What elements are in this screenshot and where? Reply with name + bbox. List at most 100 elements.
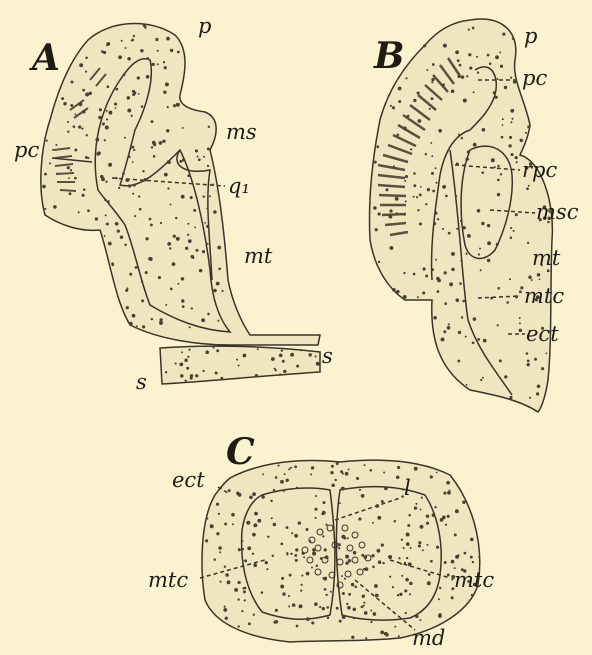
stipple-dot	[139, 208, 142, 211]
stipple-dot	[133, 35, 135, 37]
stipple-dot	[351, 636, 354, 639]
stipple-dot	[187, 174, 190, 177]
stipple-dot	[125, 47, 127, 49]
stipple-dot	[462, 501, 465, 504]
stipple-dot	[252, 553, 254, 555]
stipple-dot	[123, 73, 126, 76]
stipple-dot	[546, 352, 548, 354]
stipple-dot	[513, 81, 516, 84]
stipple-dot	[274, 368, 276, 370]
stipple-dot	[253, 563, 257, 567]
stipple-dot	[455, 509, 459, 513]
stipple-dot	[63, 102, 66, 105]
stipple-dot	[435, 167, 437, 169]
stipple-dot	[107, 85, 110, 88]
stipple-dot	[397, 134, 400, 137]
stipple-dot	[526, 352, 529, 355]
stipple-dot	[455, 197, 457, 199]
stipple-dot	[447, 573, 450, 576]
stipple-dot	[132, 90, 135, 93]
stipple-dot	[138, 195, 140, 197]
stipple-dot	[531, 279, 533, 281]
stipple-dot	[148, 257, 151, 260]
stipple-dot	[427, 581, 431, 585]
panel-c-label-l: l	[404, 478, 411, 499]
stipple-dot	[370, 610, 372, 612]
panel-a-outer-outline	[41, 24, 320, 345]
stipple-dot	[132, 314, 136, 318]
stipple-dot	[246, 521, 250, 525]
stipple-dot	[159, 141, 163, 145]
stipple-dot	[477, 338, 480, 341]
stipple-dot	[271, 357, 275, 361]
stipple-dot	[422, 292, 425, 295]
stipple-dot	[425, 203, 427, 205]
stipple-dot	[447, 326, 451, 330]
stipple-dot	[219, 551, 221, 553]
stipple-dot	[444, 561, 447, 564]
stipple-dot	[73, 125, 76, 128]
stipple-dot	[417, 209, 419, 211]
stipple-dot	[107, 200, 110, 203]
stipple-dot	[413, 273, 416, 276]
stipple-dot	[131, 40, 133, 42]
stipple-dot	[451, 560, 455, 564]
stipple-dot	[381, 500, 384, 503]
stipple-dot	[428, 573, 431, 576]
stipple-dot	[213, 558, 216, 561]
panel-c-label-mtc-right: mtc	[454, 570, 494, 591]
stipple-dot	[280, 480, 284, 484]
stipple-dot	[252, 533, 256, 537]
stipple-dot	[403, 295, 407, 299]
stipple-dot	[465, 336, 467, 338]
stipple-dot	[345, 555, 349, 559]
stipple-dot	[476, 56, 478, 58]
stipple-dot	[422, 549, 424, 551]
stipple-dot	[499, 51, 501, 53]
stipple-dot	[403, 126, 407, 130]
stipple-dot	[458, 134, 460, 136]
stipple-dot	[389, 246, 393, 250]
stipple-dot	[216, 349, 219, 352]
panel-c-drawing	[200, 460, 480, 642]
stipple-dot	[430, 560, 433, 563]
stipple-dot	[167, 242, 171, 246]
stipple-dot	[381, 543, 384, 546]
stipple-dot	[396, 476, 400, 480]
stipple-dot	[78, 211, 80, 213]
stipple-dot	[70, 104, 73, 107]
stipple-dot	[418, 119, 422, 123]
stipple-dot	[117, 229, 120, 232]
panel-a-letter: A	[32, 40, 60, 76]
stipple-dot	[134, 215, 136, 217]
stipple-dot	[499, 359, 502, 362]
stipple-dot	[83, 188, 86, 191]
stipple-dot	[407, 115, 410, 118]
stipple-dot	[216, 282, 220, 286]
stipple-dot	[406, 542, 410, 546]
stipple-dot	[153, 155, 156, 158]
stipple-dot	[525, 132, 527, 134]
stipple-dot	[86, 134, 88, 136]
stipple-dot	[430, 475, 433, 478]
stipple-dot	[208, 126, 210, 128]
stipple-dot	[225, 617, 228, 620]
stipple-dot	[159, 318, 162, 321]
stipple-dot	[281, 350, 283, 352]
stipple-dot	[324, 588, 327, 591]
stipple-dot	[82, 194, 85, 197]
stipple-dot	[225, 573, 229, 577]
stipple-dot	[216, 503, 219, 506]
panel-b-label-mt: mt	[532, 248, 560, 269]
stipple-dot	[462, 226, 465, 229]
stipple-dot	[442, 83, 445, 86]
stipple-dot	[116, 88, 119, 91]
stipple-dot	[495, 96, 498, 99]
stipple-dot	[108, 163, 112, 167]
stipple-dot	[129, 273, 132, 276]
stipple-dot	[291, 532, 293, 534]
stipple-dot	[482, 128, 486, 132]
stipple-dot	[419, 619, 421, 621]
stipple-dot	[397, 594, 399, 596]
